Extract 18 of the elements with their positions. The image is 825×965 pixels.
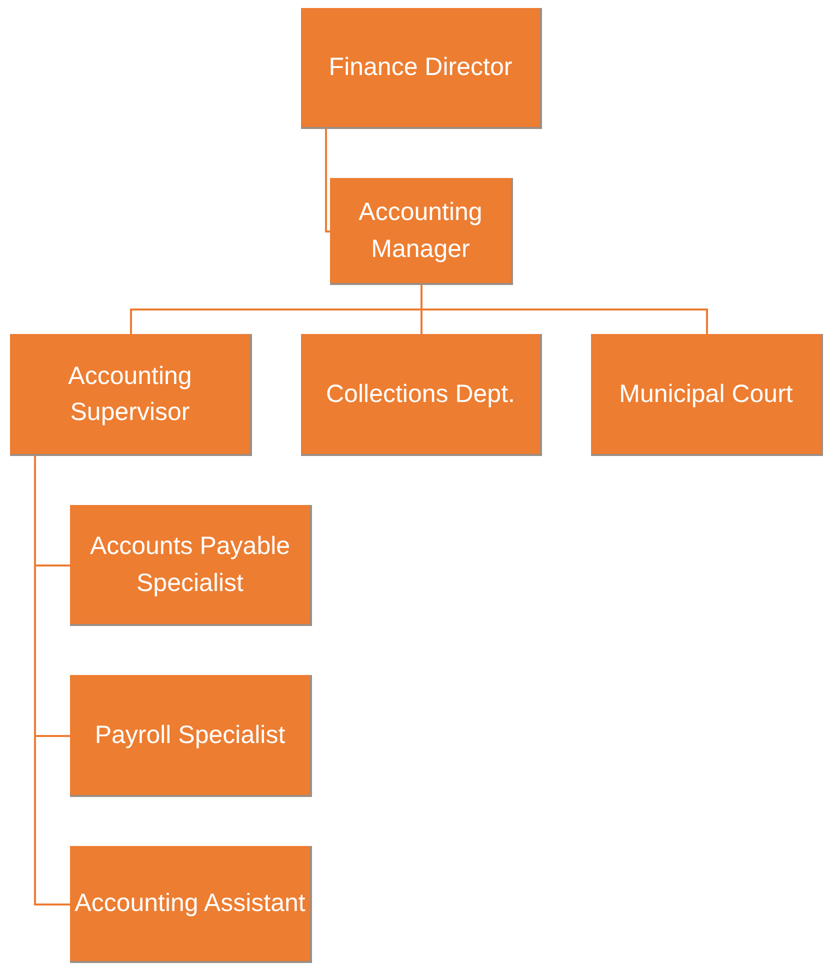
org-box — [10, 334, 252, 456]
org-box — [301, 8, 542, 129]
org-box — [70, 846, 312, 963]
org-box — [70, 675, 312, 797]
org-box — [330, 178, 513, 285]
connector-line — [325, 129, 330, 232]
org-box — [70, 505, 312, 626]
org-box — [591, 334, 823, 456]
box-label: Payroll Specialist — [94, 720, 286, 751]
box-label: Municipal Court — [619, 378, 793, 410]
box-label: Accounting Assistant — [74, 888, 306, 920]
box-label: Finance Director — [328, 52, 512, 84]
box-label: Accounts Payable Specialist — [88, 531, 292, 598]
org-box — [301, 334, 542, 456]
connector-line — [420, 285, 708, 334]
box-label: Accounting Supervisor — [67, 360, 193, 428]
box-label: Accounting Manager — [358, 197, 484, 264]
box-label: Collections Dept. — [326, 378, 515, 410]
